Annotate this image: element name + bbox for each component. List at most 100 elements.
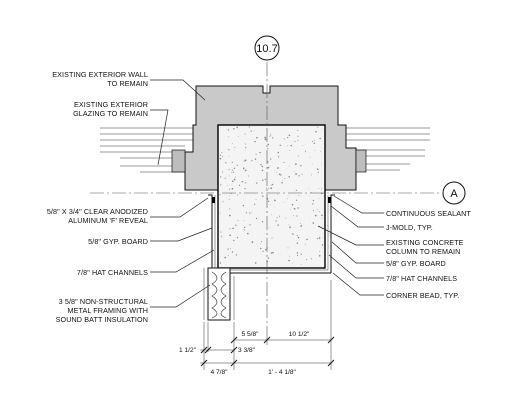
- concrete-aggregate-dot: [277, 156, 280, 158]
- concrete-aggregate-dot: [243, 229, 245, 231]
- concrete-aggregate-dot: [297, 155, 299, 157]
- concrete-aggregate-dot: [283, 161, 285, 163]
- concrete-aggregate-dot: [231, 169, 233, 171]
- label-hat-left: 7/8" HAT CHANNELS: [77, 268, 148, 277]
- concrete-aggregate-dot: [261, 179, 264, 182]
- concrete-aggregate-dot: [253, 130, 255, 132]
- concrete-aggregate-dot: [294, 171, 296, 172]
- concrete-aggregate-dot: [254, 262, 257, 264]
- concrete-aggregate-dot: [282, 180, 284, 181]
- concrete-aggregate-dot: [293, 215, 295, 217]
- existing-concrete-column: [217, 124, 326, 269]
- concrete-aggregate-dot: [287, 137, 289, 139]
- concrete-aggregate-dot: [244, 133, 246, 135]
- concrete-aggregate-dot: [277, 194, 279, 196]
- label-reveal-1: 5/8" X 3/4" CLEAR ANODIZED: [47, 207, 148, 216]
- concrete-aggregate-dot: [285, 217, 287, 219]
- concrete-aggregate-dot: [287, 247, 289, 249]
- concrete-aggregate-dot: [224, 256, 227, 259]
- existing-glazing-left: [100, 127, 193, 173]
- concrete-aggregate-dot: [279, 144, 282, 147]
- concrete-aggregate-dot: [294, 140, 296, 142]
- concrete-aggregate-dot: [305, 150, 306, 151]
- label-framing-3: SOUND BATT INSULATION: [56, 315, 148, 324]
- dim-1-1-2: 1 1/2": [179, 347, 197, 354]
- concrete-aggregate-dot: [256, 136, 258, 139]
- concrete-aggregate-dot: [278, 167, 280, 168]
- label-column-2: COLUMN TO REMAIN: [386, 247, 460, 256]
- concrete-aggregate-dot: [281, 182, 283, 184]
- concrete-aggregate-dot: [262, 250, 264, 252]
- concrete-aggregate-dot: [297, 207, 299, 209]
- concrete-aggregate-dot: [321, 244, 324, 246]
- label-exterior-wall-1: EXISTING EXTERIOR WALL: [52, 70, 148, 79]
- concrete-aggregate-dot: [261, 240, 263, 243]
- label-gyp-left: 5/8" GYP. BOARD: [88, 237, 148, 246]
- right-leaders: [317, 195, 384, 296]
- concrete-aggregate-dot: [233, 167, 236, 169]
- concrete-aggregate-dot: [296, 215, 298, 217]
- concrete-aggregate-dot: [321, 218, 323, 219]
- concrete-aggregate-dot: [261, 165, 264, 168]
- concrete-aggregate-dot: [322, 128, 324, 130]
- concrete-aggregate-dot: [288, 165, 290, 167]
- concrete-aggregate-dot: [220, 184, 222, 186]
- concrete-aggregate-dot: [300, 253, 302, 255]
- concrete-aggregate-dot: [288, 134, 291, 137]
- concrete-aggregate-dot: [317, 209, 319, 211]
- concrete-aggregate-dot: [232, 180, 234, 182]
- concrete-aggregate-dot: [295, 199, 298, 201]
- concrete-aggregate-dot: [312, 203, 314, 205]
- concrete-aggregate-dot: [312, 209, 315, 211]
- concrete-aggregate-dot: [237, 220, 239, 222]
- concrete-aggregate-dot: [297, 236, 300, 239]
- concrete-aggregate-dot: [276, 217, 278, 219]
- label-corner-bead: CORNER BEAD, TYP.: [386, 291, 459, 300]
- concrete-aggregate-dot: [297, 135, 299, 137]
- concrete-aggregate-dot: [274, 170, 275, 172]
- concrete-aggregate-dot: [317, 171, 319, 173]
- concrete-aggregate-dot: [321, 214, 323, 217]
- concrete-aggregate-dot: [270, 184, 272, 186]
- concrete-aggregate-dot: [238, 184, 241, 186]
- concrete-aggregate-dot: [267, 148, 269, 150]
- concrete-aggregate-dot: [264, 178, 266, 181]
- concrete-aggregate-dot: [269, 165, 271, 167]
- concrete-aggregate-dot: [219, 154, 221, 156]
- concrete-aggregate-dot: [244, 143, 246, 145]
- concrete-aggregate-dot: [313, 200, 315, 202]
- concrete-aggregate-dot: [306, 238, 308, 241]
- concrete-aggregate-dot: [298, 175, 300, 177]
- concrete-aggregate-dot: [264, 138, 267, 141]
- concrete-aggregate-dot: [229, 214, 231, 217]
- concrete-aggregate-dot: [287, 194, 289, 196]
- concrete-aggregate-dot: [267, 187, 269, 189]
- concrete-aggregate-dot: [267, 143, 270, 146]
- concrete-aggregate-dot: [224, 177, 226, 179]
- concrete-aggregate-dot: [295, 173, 297, 175]
- metal-stud-wall: [203, 267, 235, 321]
- concrete-aggregate-dot: [232, 171, 234, 173]
- concrete-aggregate-dot: [255, 199, 257, 200]
- concrete-aggregate-dot: [289, 149, 291, 151]
- concrete-aggregate-dot: [229, 234, 232, 237]
- concrete-aggregate-dot: [264, 136, 267, 139]
- concrete-aggregate-dot: [254, 158, 257, 160]
- concrete-aggregate-dot: [228, 188, 230, 190]
- concrete-aggregate-dot: [220, 231, 222, 233]
- concrete-aggregate-dot: [245, 182, 247, 184]
- existing-glazing-right: [346, 127, 430, 173]
- concrete-aggregate-dot: [227, 255, 229, 257]
- concrete-aggregate-dot: [286, 145, 288, 147]
- concrete-aggregate-dot: [220, 176, 222, 178]
- concrete-aggregate-dot: [289, 224, 291, 226]
- concrete-aggregate-dot: [312, 222, 315, 224]
- concrete-aggregate-dot: [233, 239, 235, 242]
- concrete-aggregate-dot: [318, 254, 321, 257]
- concrete-aggregate-dot: [262, 195, 264, 197]
- grid-bubble-column: [254, 35, 280, 61]
- concrete-aggregate-dot: [271, 237, 273, 239]
- concrete-aggregate-dot: [247, 175, 249, 177]
- concrete-aggregate-dot: [236, 164, 238, 166]
- concrete-aggregate-dot: [225, 162, 227, 164]
